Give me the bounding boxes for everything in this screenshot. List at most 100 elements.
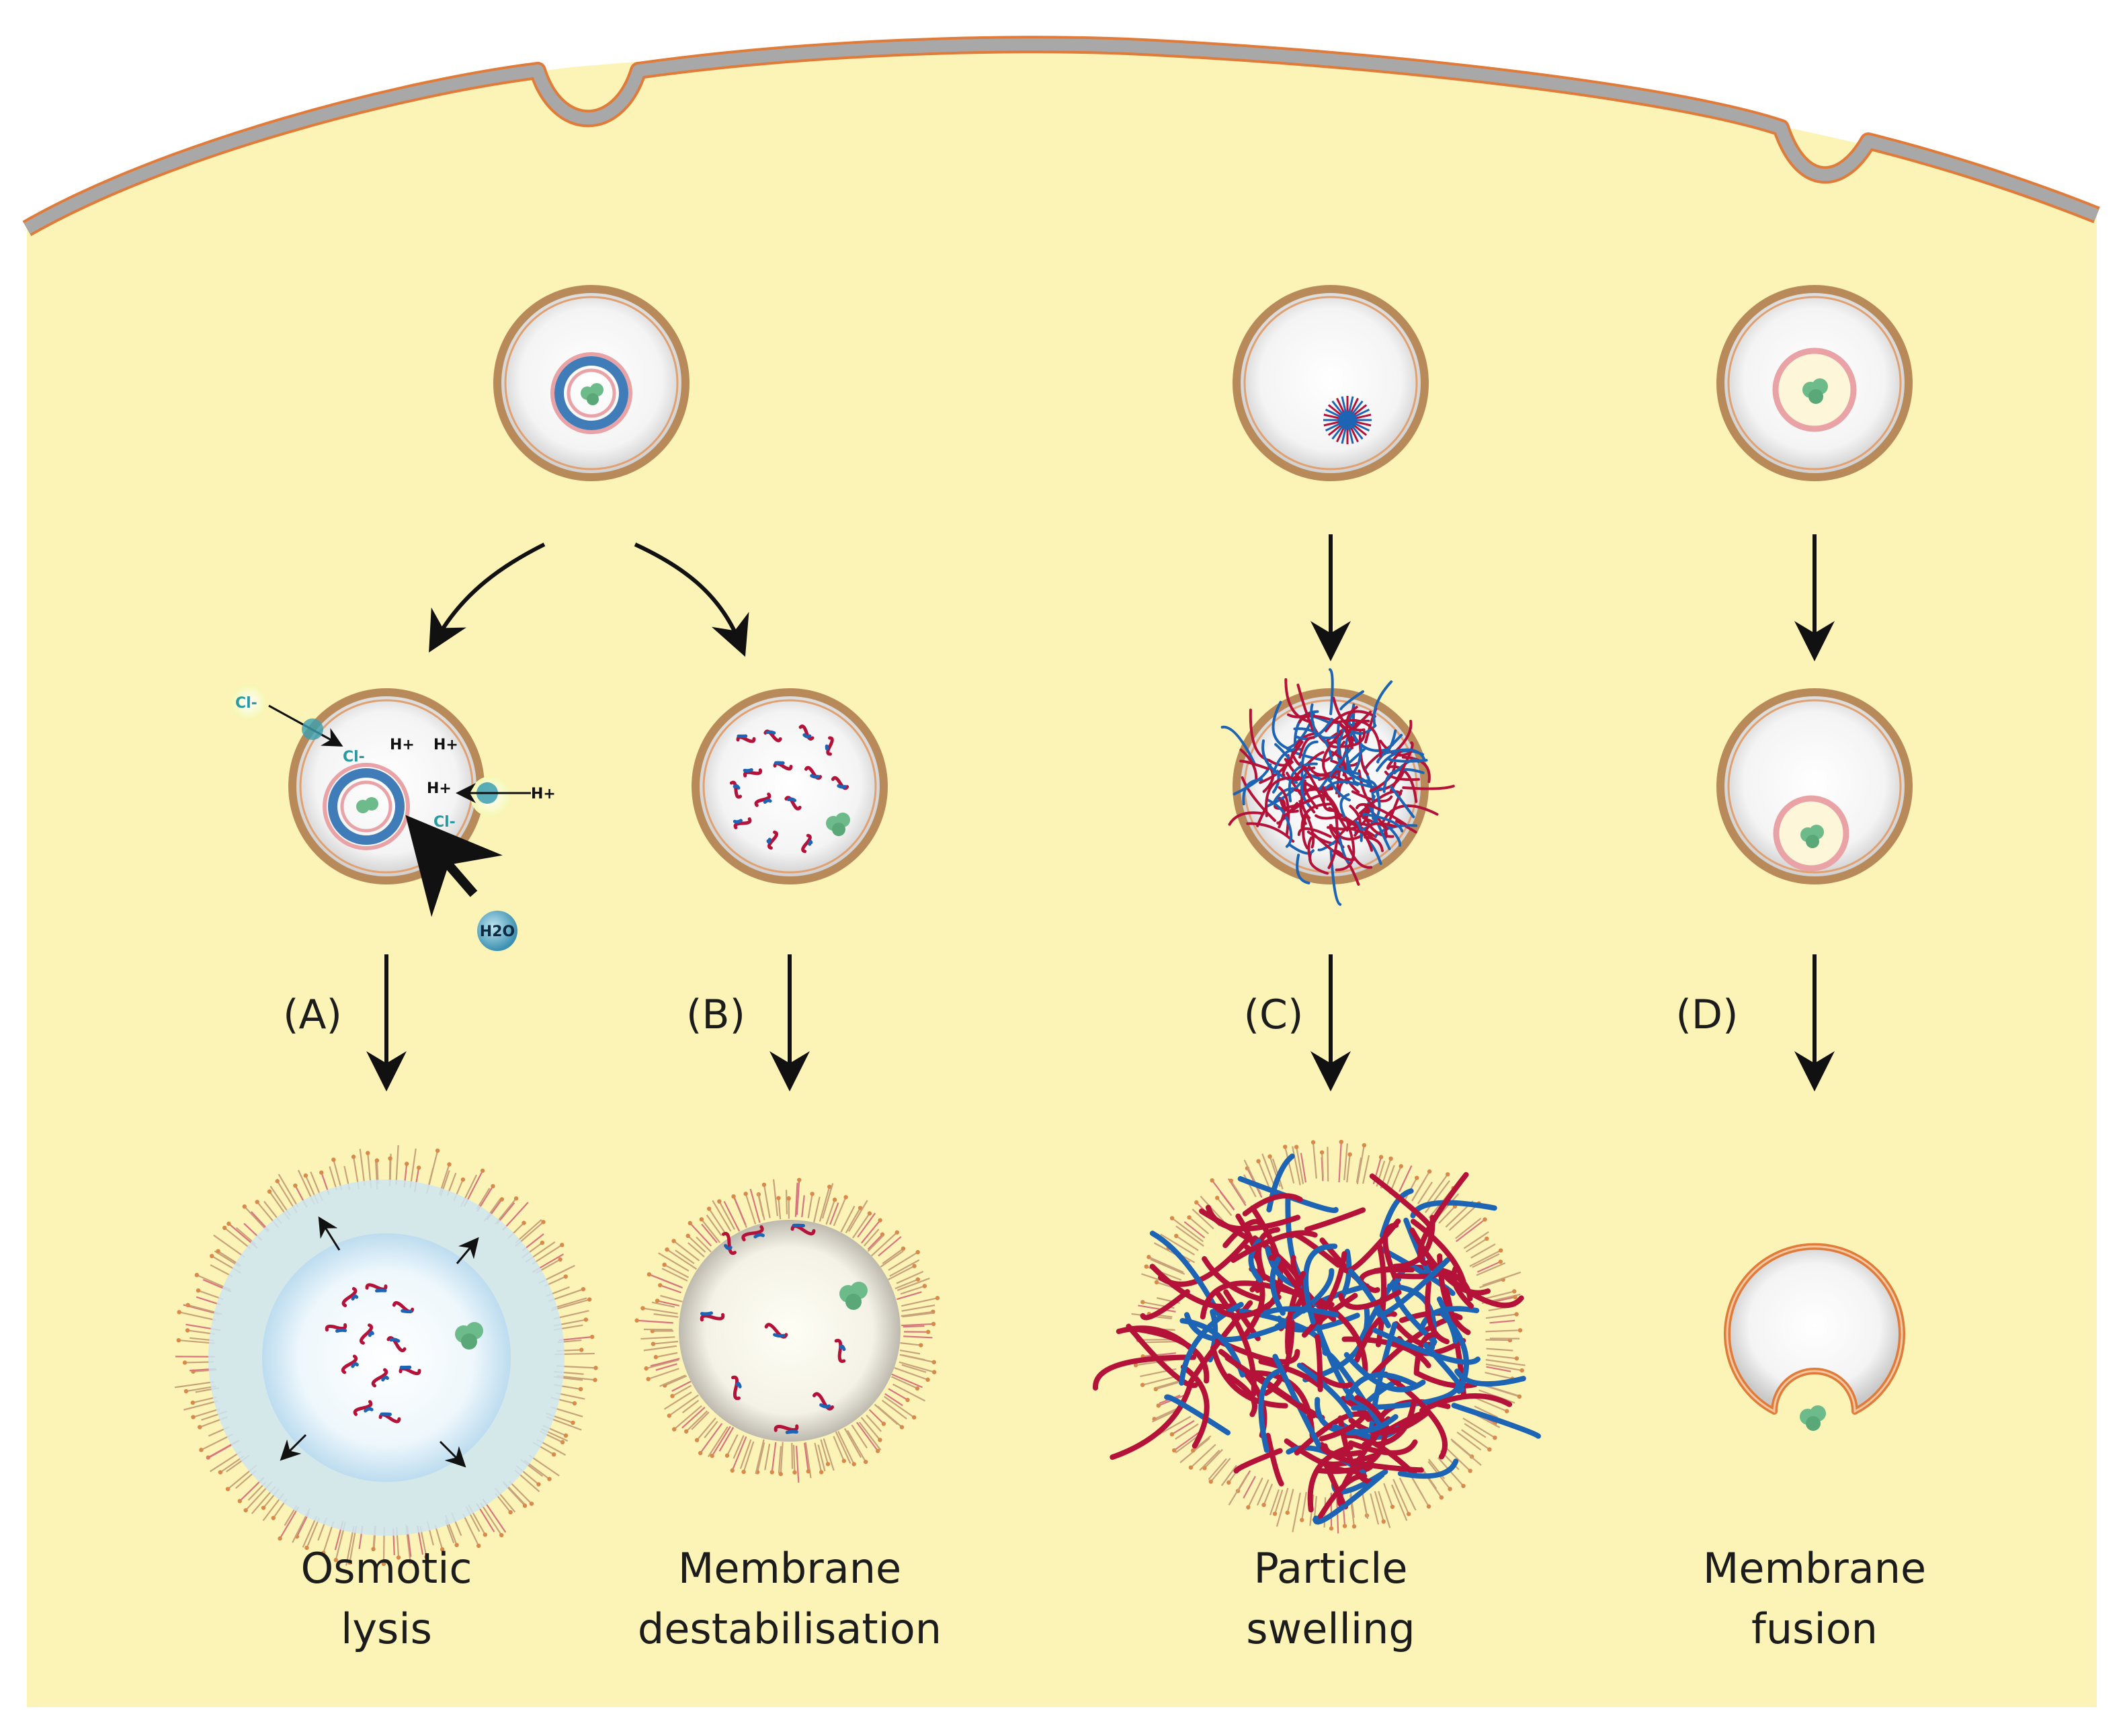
arrow-to-a [429, 542, 546, 653]
lipid-tail [894, 1278, 919, 1290]
lipid-head [454, 1542, 459, 1548]
lipid-head [529, 1501, 534, 1506]
lipid-head [243, 1507, 248, 1513]
polymer-chain-red [1358, 731, 1369, 776]
polymer-chain-blue [1289, 843, 1315, 855]
lipid-tail [650, 1358, 680, 1367]
polymer-segment-blue [735, 1381, 742, 1389]
polymer-segment-blue [786, 797, 797, 802]
polymer-chain-blue [1436, 1296, 1458, 1344]
lipid-tail [655, 1363, 677, 1371]
polymer-segment-blue [743, 768, 753, 773]
polymer-chain-blue [1308, 1305, 1364, 1407]
lipid-tail [868, 1409, 884, 1425]
lipid-head [396, 1555, 401, 1560]
lipid-head [1513, 1294, 1517, 1300]
lipid-head [634, 1318, 639, 1323]
lipid-tail [874, 1403, 899, 1425]
polymer-chain-blue [1354, 820, 1363, 842]
polymer-segment-blue [700, 1311, 713, 1316]
polymer-chain-red [1233, 1448, 1283, 1474]
cargo-protein-released [1800, 1405, 1826, 1431]
lipid-tail [178, 1339, 215, 1344]
lipid-head [878, 1438, 882, 1442]
lipid-tail [848, 1200, 868, 1232]
lipid-tail [1399, 1477, 1417, 1511]
lipid-head [698, 1450, 703, 1456]
lipid-tail [1312, 1142, 1317, 1179]
polymer-segment-blue [724, 1243, 733, 1251]
lipid-tail [899, 1361, 935, 1373]
lipid-tail [653, 1340, 679, 1345]
lipid-tail [1284, 1147, 1295, 1184]
polymer-chain-red [1417, 1171, 1469, 1266]
polymer-chain-red [1341, 1218, 1401, 1274]
polymer-chain-blue [1242, 778, 1263, 806]
polymer-chain-red [1419, 1393, 1513, 1413]
lipid-head [731, 1194, 736, 1199]
lipid-tail [749, 1188, 761, 1223]
lipid-head [1226, 1480, 1231, 1485]
polymer-chain-red [1297, 827, 1332, 838]
lipid-tail [856, 1421, 879, 1452]
lipid-tail [891, 1373, 923, 1389]
lipid-tail [329, 1166, 338, 1191]
polymer-chain-blue [1266, 1153, 1295, 1213]
lipid-tail [1338, 1142, 1342, 1183]
polymer-chain-blue [1220, 725, 1257, 766]
lipid-head [688, 1221, 692, 1226]
polymer-chain-red [1126, 1323, 1198, 1389]
lipid-head [646, 1376, 651, 1382]
lipid-tail [532, 1244, 562, 1265]
lipid-tail [1445, 1446, 1471, 1472]
endosome-c-top [1233, 285, 1429, 481]
lipid-head [271, 1516, 276, 1520]
lipid-tail [880, 1250, 904, 1268]
lipid-tail [1335, 1495, 1339, 1534]
polymer-segment-red [812, 1392, 835, 1411]
lipid-tail [196, 1296, 221, 1306]
polymer-chain-red [1279, 798, 1299, 813]
lipid-tail [1489, 1319, 1515, 1324]
lipid-tail [663, 1391, 692, 1410]
polymer-chain-red [1335, 816, 1356, 872]
lipid-head [222, 1225, 227, 1231]
lipid-tail [884, 1393, 903, 1407]
polymer-chain-red [1298, 800, 1315, 849]
lipid-head [778, 1472, 783, 1477]
polymer-chain-red [1327, 811, 1339, 870]
polymer-chain-blue [1386, 748, 1426, 761]
lipid-tail [726, 1434, 739, 1456]
polymer-segment-blue [381, 1375, 389, 1382]
lipid-tail [712, 1200, 732, 1232]
lipid-tail [1485, 1329, 1521, 1333]
lipid-tail [888, 1388, 909, 1401]
polymer-chain-red [1246, 822, 1295, 843]
polymer-chain-blue [1382, 768, 1425, 793]
lipid-head [333, 1557, 338, 1563]
lipid-head [1487, 1447, 1492, 1452]
lipid-tail [673, 1240, 700, 1262]
lipid-tail [1261, 1153, 1276, 1188]
lipid-tail [1476, 1261, 1501, 1273]
lipid-tail [894, 1367, 928, 1380]
lipid-head [255, 1200, 259, 1204]
lipid-tail [661, 1268, 688, 1282]
lipid-tail [825, 1199, 836, 1225]
polymer-chain-red [1410, 1218, 1468, 1290]
lipid-tail [1423, 1173, 1449, 1208]
lipid-tail [833, 1196, 847, 1227]
lipid-tail [819, 1186, 831, 1222]
lipid-head [589, 1334, 595, 1339]
polymer-chain-blue [1451, 1403, 1541, 1439]
lipid-head [730, 1468, 735, 1473]
lipid-tail [279, 1506, 300, 1539]
lipid-head [806, 1469, 810, 1474]
lipid-tail [860, 1417, 881, 1441]
polymer-chain-red [1337, 1289, 1402, 1311]
label-c: (C) [1244, 991, 1304, 1038]
lipid-tail [858, 1421, 882, 1451]
lipid-tail [646, 1359, 679, 1370]
lipid-tail [884, 1396, 915, 1418]
lipid-tail [1155, 1380, 1181, 1389]
